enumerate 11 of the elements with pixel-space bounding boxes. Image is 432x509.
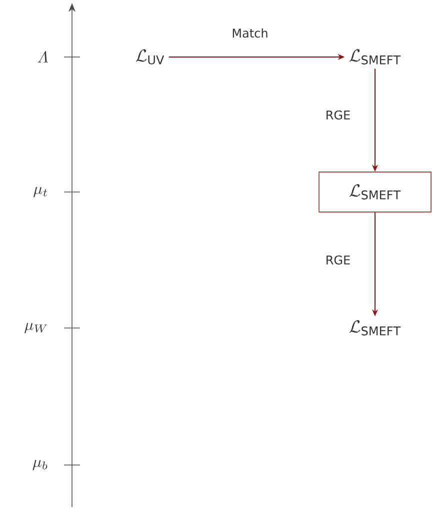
tick-label: $\mu_t$ (34, 186, 47, 198)
edge-label: RGE (326, 110, 350, 120)
tick-label: $\mu_W$ (24, 322, 47, 334)
lagrangian-label: $\mathcal{L}_{\mathsf{SMEFT}}$ (349, 49, 401, 64)
edge-label: Match (232, 28, 268, 38)
edge-label: RGE (326, 255, 350, 265)
lagrangian-label: $\mathcal{L}_{\mathsf{SMEFT}}$ (349, 320, 401, 336)
highlighted-box: $\mathcal{L}_{\mathsf{SMEFT}}$ (318, 172, 432, 212)
lagrangian-label: $\mathcal{L}_{\mathsf{UV}}$ (136, 49, 164, 64)
tick-label: $\mathnormal{\Lambda}$ (38, 51, 48, 62)
tick-label: $\mu_b$ (32, 460, 48, 470)
